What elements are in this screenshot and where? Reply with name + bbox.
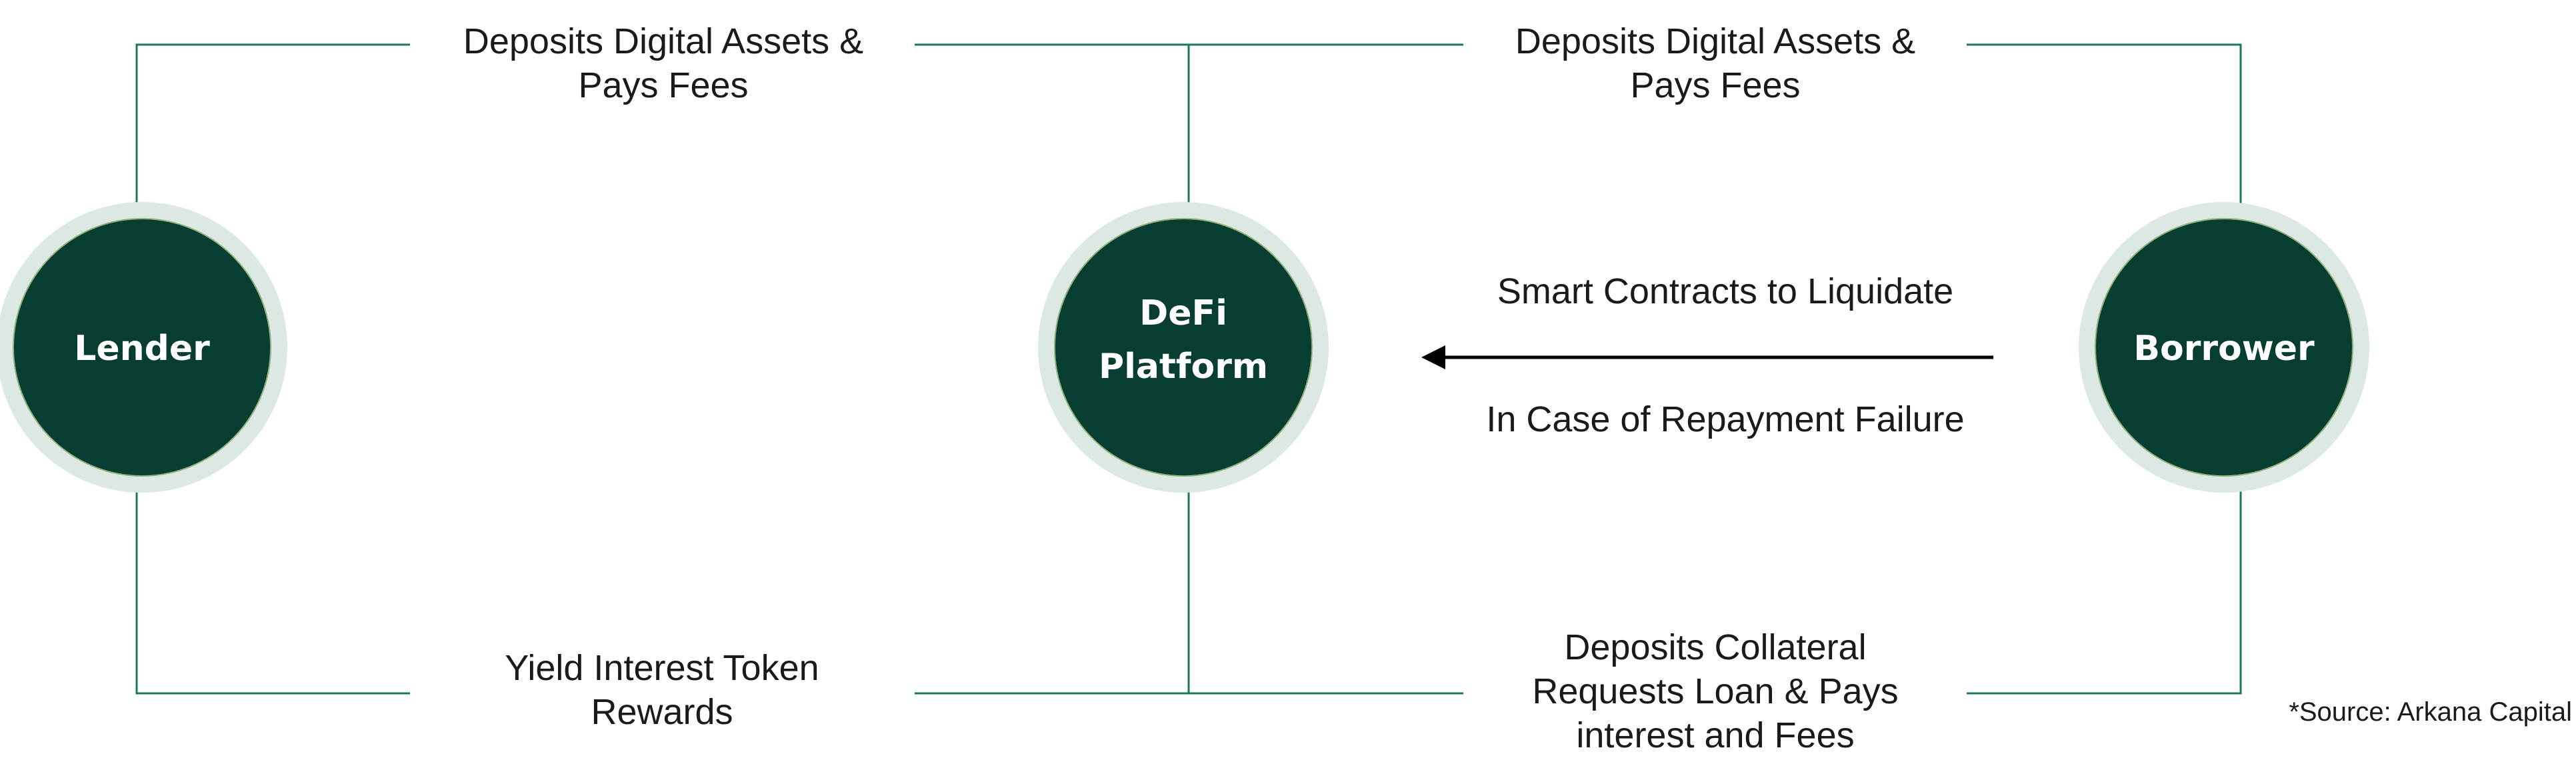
edge-lender-bottom-label: Yield Interest Token Rewards xyxy=(505,648,819,732)
node-borrower-circle xyxy=(2095,218,2353,477)
connector-borrower-top xyxy=(1967,43,2242,220)
connector-lender-bottom xyxy=(135,473,410,695)
node-lender-circle xyxy=(13,218,271,477)
connector-lender-top xyxy=(135,43,410,220)
node-platform-circle xyxy=(1054,218,1313,477)
edge-lender-top-line1: Deposits Digital Assets & xyxy=(463,21,863,61)
edge-borrower-top-line2: Pays Fees xyxy=(1630,65,1800,105)
node-platform-label-line1: DeFi xyxy=(1139,293,1227,333)
node-borrower: Borrower xyxy=(2079,202,2369,493)
edge-borrower-bottom-label: Deposits Collateral Requests Loan & Pays… xyxy=(1532,627,1898,755)
edge-lender-top-label: Deposits Digital Assets & Pays Fees xyxy=(463,21,863,105)
source-note: *Source: Arkana Capital xyxy=(2289,697,2572,727)
edge-lender-top-line2: Pays Fees xyxy=(578,65,748,105)
node-platform-label-line2: Platform xyxy=(1099,347,1268,387)
connector-borrower-bottom xyxy=(1967,473,2242,695)
node-lender-label: Lender xyxy=(74,329,210,369)
edge-liquidation-top: Smart Contracts to Liquidate xyxy=(1497,271,1953,311)
connector-lines xyxy=(135,43,2242,695)
edge-lender-bottom-line1: Yield Interest Token xyxy=(505,648,819,688)
liquidation-arrow-head xyxy=(1421,345,1445,369)
edge-borrower-bottom-line2: Requests Loan & Pays xyxy=(1532,671,1898,711)
edge-lender-bottom-line2: Rewards xyxy=(591,692,733,732)
edge-borrower-top-line1: Deposits Digital Assets & xyxy=(1515,21,1915,61)
edge-borrower-top-label: Deposits Digital Assets & Pays Fees xyxy=(1515,21,1915,105)
liquidation-arrow xyxy=(1421,345,1993,369)
node-lender: Lender xyxy=(0,202,287,493)
edge-borrower-bottom-line3: interest and Fees xyxy=(1576,715,1854,755)
node-borrower-label: Borrower xyxy=(2133,329,2315,369)
edge-borrower-bottom-line1: Deposits Collateral xyxy=(1564,627,1866,667)
node-defi-platform: DeFi Platform xyxy=(1038,202,1329,493)
edge-liquidation-label: Smart Contracts to Liquidate In Case of … xyxy=(1486,271,1964,439)
edge-liquidation-bottom: In Case of Repayment Failure xyxy=(1486,399,1964,439)
